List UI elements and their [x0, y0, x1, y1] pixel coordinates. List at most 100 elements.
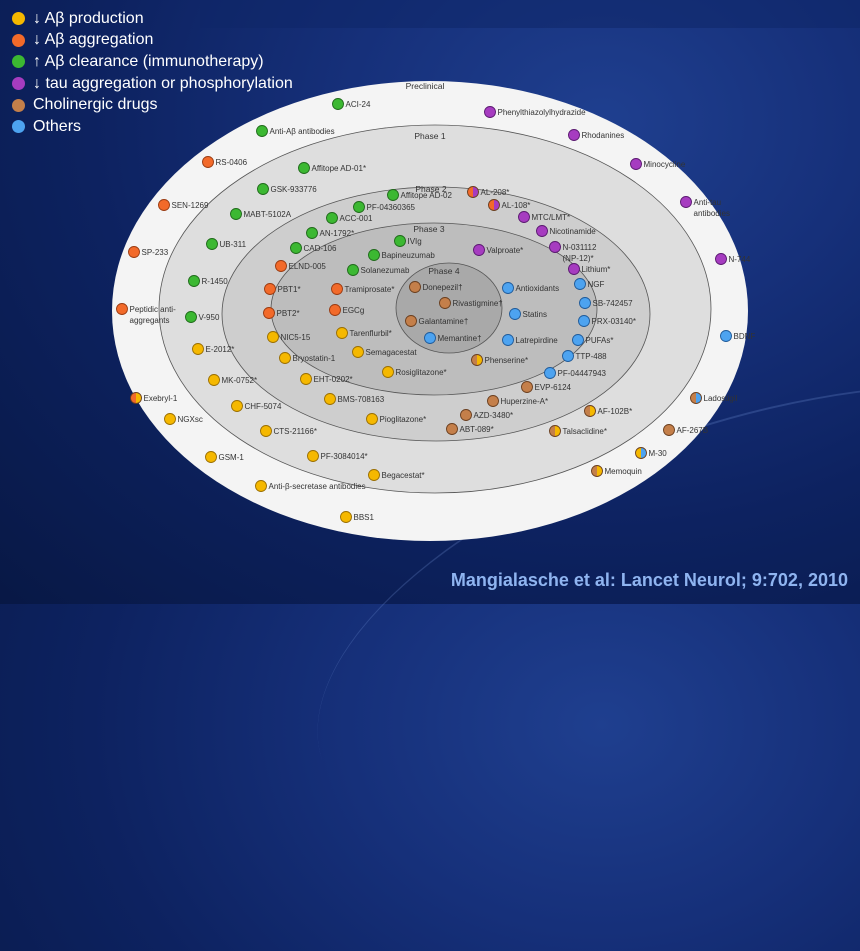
- legend-dot-icon: [12, 12, 25, 26]
- drug-label: GSK-933776: [271, 185, 318, 194]
- drug-marker: Affitope AD-02: [387, 189, 452, 201]
- drug-marker: Phenserine*: [471, 354, 528, 366]
- drug-label: AF-267B: [677, 426, 709, 435]
- drug-label: AF-102B*: [598, 407, 633, 416]
- drug-marker: AF-267B: [663, 424, 709, 436]
- drug-dot-outline: [584, 405, 596, 417]
- drug-marker: Antioxidants: [502, 282, 559, 294]
- drug-marker: Tramiprosate*: [331, 283, 394, 295]
- drug-label: BMS-708163: [338, 395, 385, 404]
- drug-marker: N-031112(NP-12)*: [549, 241, 597, 263]
- drug-dot-icon: [307, 450, 319, 462]
- drug-dot-half-icon: [136, 392, 142, 404]
- drug-marker: Statins: [509, 308, 547, 320]
- drug-label: Anti-β-secretase antibodies: [269, 482, 366, 491]
- drug-marker: Semagacestat: [352, 346, 418, 358]
- drug-dot-icon: [352, 346, 364, 358]
- drug-dot-icon: [572, 334, 584, 346]
- drug-label: R-1450: [202, 277, 229, 286]
- drug-dot-icon: [267, 331, 279, 343]
- drug-label: EHT-0202*: [314, 375, 353, 384]
- drug-dot-icon: [405, 315, 417, 327]
- drug-marker: Nicotinamide: [536, 225, 596, 237]
- drug-marker: CTS-21166*: [260, 425, 317, 437]
- drug-label: NIC5-15: [281, 333, 311, 342]
- drug-label: Semagacestat: [366, 348, 418, 357]
- drug-dot-half-icon: [641, 447, 647, 459]
- drug-marker: EHT-0202*: [300, 373, 353, 385]
- drug-dot-icon: [298, 162, 310, 174]
- drug-label: AL-208*: [481, 188, 510, 197]
- drug-dot-icon: [521, 381, 533, 393]
- legend-item-ab-production: ↓ Aβ production: [12, 8, 293, 30]
- drug-marker: Phenylthiazolylhydrazide: [484, 106, 586, 118]
- drug-label: PUFAs*: [586, 336, 614, 345]
- drug-label: Minocycline: [644, 160, 686, 169]
- drug-label: Talsaclidine*: [563, 427, 607, 436]
- legend-dot-icon: [12, 98, 25, 112]
- drug-dot-icon: [158, 199, 170, 211]
- drug-dot-half-icon: [555, 425, 561, 437]
- drug-marker: Huperzine-A*: [487, 395, 549, 407]
- drug-label: CTS-21166*: [274, 427, 317, 436]
- drug-label: ABT-089*: [460, 425, 494, 434]
- drug-label: Valproate*: [487, 246, 524, 255]
- drug-label: MABT-5102A: [244, 210, 292, 219]
- drug-marker: Tarenflurbil*: [336, 327, 392, 339]
- drug-marker: EGCg: [329, 304, 365, 316]
- phase-label: Preclinical: [406, 81, 445, 91]
- drug-dot-icon: [347, 264, 359, 276]
- drug-label: Exebryl-1: [144, 394, 178, 403]
- drug-dot-icon: [368, 469, 380, 481]
- drug-label: PRX-03140*: [592, 317, 636, 326]
- drug-marker: Affitope AD-01*: [298, 162, 366, 174]
- drug-dot-icon: [300, 373, 312, 385]
- drug-dot-outline: [549, 425, 561, 437]
- drug-marker: TTP-488: [562, 350, 608, 362]
- drug-label: PBT1*: [278, 285, 301, 294]
- legend-label: ↑ Aβ clearance (immunotherapy): [33, 52, 264, 70]
- drug-dot-icon: [230, 208, 242, 220]
- drug-marker: NIC5-15: [267, 331, 311, 343]
- drug-label: PF-04447943: [558, 369, 607, 378]
- drug-label: Begacestat*: [382, 471, 425, 480]
- drug-dot-half-icon: [690, 392, 696, 404]
- drug-label: TTP-488: [576, 352, 608, 361]
- drug-dot-half-icon: [494, 199, 500, 211]
- legend-label: Others: [33, 117, 82, 135]
- drug-marker: Bapineuzumab: [368, 249, 435, 261]
- drug-marker: E-2012*: [192, 343, 234, 355]
- drug-dot-icon: [544, 367, 556, 379]
- drug-label: ELND-005: [289, 262, 327, 271]
- drug-label: Tarenflurbil*: [350, 329, 392, 338]
- drug-dot-half-icon: [477, 354, 483, 366]
- drug-label: ACC-001: [340, 214, 373, 223]
- drug-marker: BDNF: [720, 330, 755, 342]
- drug-marker: V-950: [185, 311, 220, 323]
- drug-dot-icon: [332, 98, 344, 110]
- drug-dot-icon: [324, 393, 336, 405]
- drug-label: Rhodanines: [582, 131, 625, 140]
- drug-dot-icon: [331, 283, 343, 295]
- drug-label: Bryostatin-1: [293, 354, 336, 363]
- drug-label: GSM-1: [219, 453, 245, 462]
- drug-label: Huperzine-A*: [501, 397, 549, 406]
- drug-marker: Solanezumab: [347, 264, 410, 276]
- drug-label: EGCg: [343, 306, 365, 315]
- drug-label: Solanezumab: [361, 266, 410, 275]
- drug-dot-icon: [568, 263, 580, 275]
- drug-dot-icon: [326, 212, 338, 224]
- drug-label: Rosiglitazone*: [396, 368, 447, 377]
- drug-dot-icon: [257, 183, 269, 195]
- drug-marker: ELND-005: [275, 260, 327, 272]
- drug-dot-icon: [536, 225, 548, 237]
- drug-marker: Minocycline: [630, 158, 686, 170]
- drug-dot-outline: [591, 465, 603, 477]
- drug-dot-icon: [202, 156, 214, 168]
- drug-label: PF-04360365: [367, 203, 416, 212]
- drug-dot-icon: [306, 227, 318, 239]
- drug-dot-icon: [502, 334, 514, 346]
